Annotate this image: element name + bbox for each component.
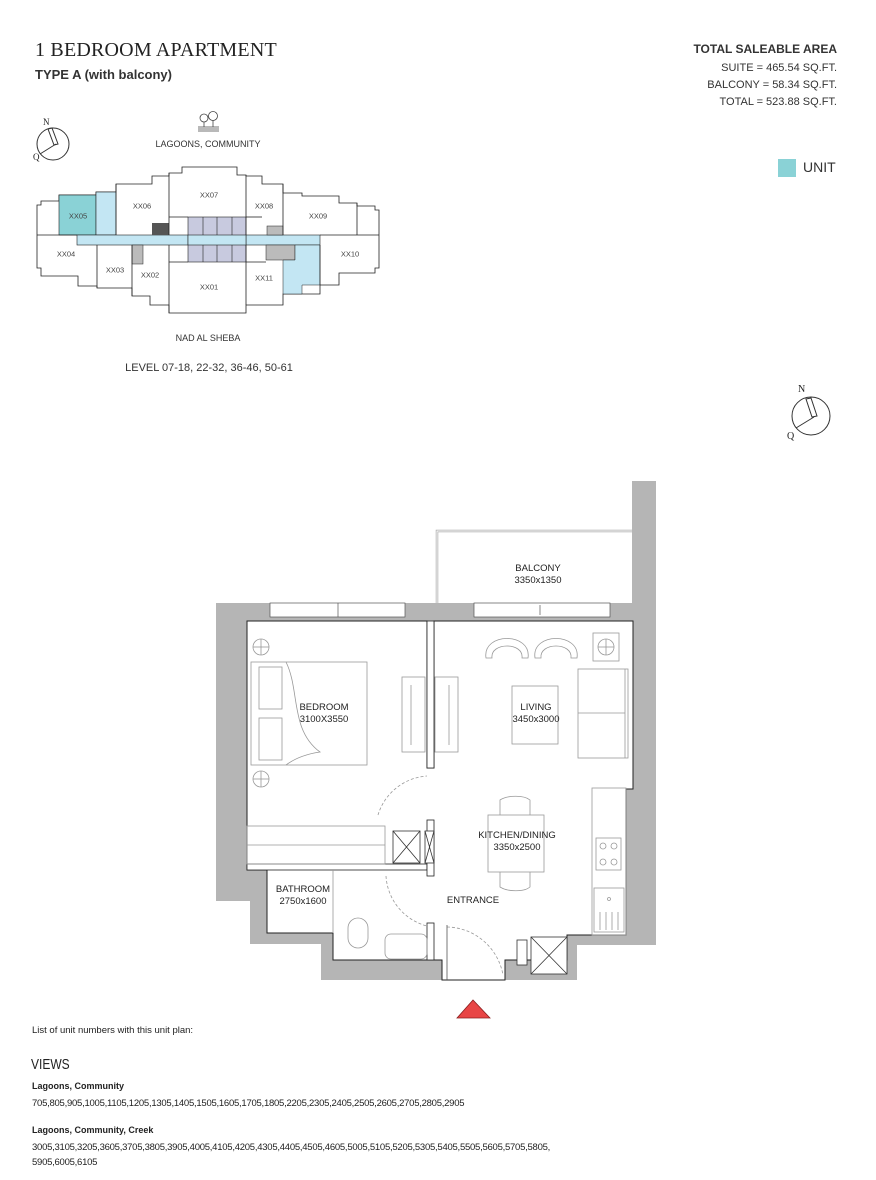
view-bottom-label: NAD AL SHEBA: [175, 333, 241, 343]
unit-type: TYPE A (with balcony): [35, 67, 172, 82]
room-name: BATHROOM: [275, 884, 331, 895]
total-area: TOTAL = 523.88 SQ.FT.: [719, 96, 838, 108]
views-heading: VIEWS: [31, 1056, 70, 1073]
toilet: [347, 917, 369, 949]
unit-label: XX04: [56, 249, 76, 259]
window: [473, 602, 611, 618]
room-size: 3100X3550: [299, 714, 349, 725]
floorplan-qibla-label: Q: [787, 431, 795, 442]
unit-label: XX02: [140, 270, 160, 280]
suite-area: SUITE = 465.54 SQ.FT.: [721, 62, 837, 74]
entrance-arrow-icon: [456, 999, 491, 1019]
levels-label: LEVEL 07-18, 22-32, 36-46, 50-61: [125, 362, 293, 374]
unit-label: XX11: [255, 273, 273, 283]
floorplan-north-label: N: [798, 384, 806, 395]
room-entrance: ENTRANCE: [446, 895, 500, 906]
view-group-units: 705,805,905,1005,1105,1205,1305,1405,150…: [32, 1098, 465, 1109]
room-size: 3450x3000: [512, 714, 560, 725]
coffee-table: [511, 685, 559, 745]
view-group-title: Lagoons, Community, Creek: [32, 1125, 154, 1135]
view-group-units: 5905,6005,6105: [32, 1157, 98, 1168]
unit-label-highlighted: XX05: [68, 211, 88, 221]
keyplan-compass-icon: [36, 127, 70, 161]
trees-icon: [198, 111, 219, 132]
view-group-title: Lagoons, Community: [32, 1081, 124, 1091]
room-name: BALCONY: [515, 563, 561, 574]
key-plan: [36, 166, 380, 314]
balcony-area: BALCONY = 58.34 SQ.FT.: [707, 79, 837, 91]
unit-label: XX03: [105, 265, 125, 275]
keyplan-north-label: N: [43, 117, 50, 127]
dining-table: [487, 814, 545, 873]
legend-swatch: [778, 159, 796, 177]
keyplan-qibla-label: Q: [33, 152, 40, 162]
unit-list-intro: List of unit numbers with this unit plan…: [32, 1025, 194, 1036]
area-heading: TOTAL SALEABLE AREA: [693, 42, 837, 56]
room-size: 3350x2500: [493, 842, 541, 853]
kitchen-counter: [591, 787, 627, 936]
unit-label: XX09: [308, 211, 328, 221]
room-name: LIVING: [520, 702, 552, 713]
unit-label: XX08: [254, 201, 274, 211]
unit-label: XX10: [340, 249, 360, 259]
bed: [250, 661, 368, 766]
bathtub: [384, 933, 428, 960]
room-size: 2750x1600: [279, 896, 327, 907]
unit-xx05-balcony: [95, 191, 117, 236]
legend-label: UNIT: [803, 159, 836, 175]
view-group-units: 3005,3105,3205,3605,3705,3805,3905,4005,…: [32, 1142, 551, 1153]
room-name: BEDROOM: [299, 702, 349, 713]
window: [269, 602, 406, 618]
room-size: 3350x1350: [514, 575, 562, 586]
interior-floor: [246, 620, 634, 981]
page-title: 1 BEDROOM APARTMENT: [35, 39, 277, 61]
unit-label: XX06: [132, 201, 152, 211]
sofa: [577, 668, 629, 759]
room-name: KITCHEN/DINING: [478, 830, 556, 841]
floorplan-compass-icon: [791, 396, 831, 436]
view-top-label: LAGOONS, COMMUNITY: [155, 139, 261, 149]
unit-label: XX01: [199, 282, 219, 292]
unit-label: XX07: [199, 190, 219, 200]
floor-plan: [216, 481, 656, 1019]
